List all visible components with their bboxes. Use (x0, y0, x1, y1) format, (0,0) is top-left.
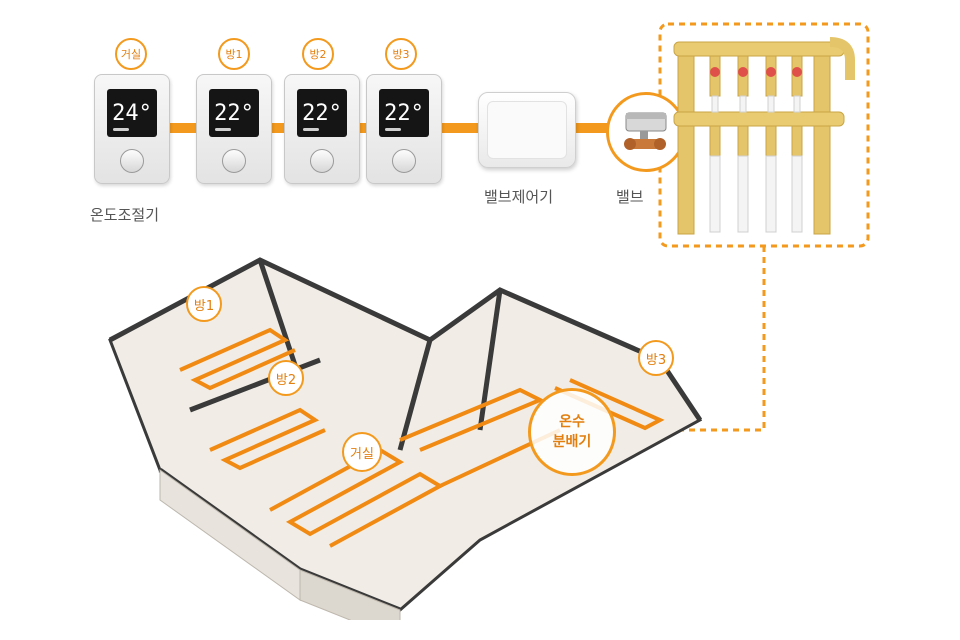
thermostat-label-room3: 방3 (385, 38, 417, 70)
floor-plan-illustration (108, 257, 703, 620)
thermostat-button[interactable] (120, 149, 144, 173)
valve-controller[interactable] (478, 92, 576, 168)
distributor-label-line2: 분배기 (552, 434, 592, 450)
thermostat-label-room1: 방1 (218, 38, 250, 70)
floor-label-living: 거실 (342, 432, 382, 472)
thermostat-living[interactable]: 24° (94, 74, 170, 184)
thermostat-room2[interactable]: 22° (284, 74, 360, 184)
thermostat-room1[interactable]: 22° (196, 74, 272, 184)
thermostat-button[interactable] (392, 149, 416, 173)
thermostat-button[interactable] (310, 149, 334, 173)
valve-icon (624, 112, 667, 150)
thermostat-label-room2: 방2 (302, 38, 334, 70)
valve-controller-caption: 밸브제어기 (484, 188, 554, 206)
hot-water-manifold (673, 37, 855, 235)
thermostat-display: 22° (379, 89, 429, 137)
valve-caption: 밸브 (616, 188, 644, 206)
hot-water-distributor-bubble[interactable]: 온수 분배기 (528, 388, 616, 476)
thermostat-display: 22° (209, 89, 259, 137)
thermostat-label-living: 거실 (115, 38, 147, 70)
thermostat-display: 22° (297, 89, 347, 137)
thermostat-button[interactable] (222, 149, 246, 173)
thermostat-display: 24° (107, 89, 157, 137)
valve-bubble[interactable] (606, 92, 686, 172)
floor-label-room1: 방1 (186, 286, 222, 322)
thermostat-caption: 온도조절기 (90, 206, 160, 224)
distributor-label-line1: 온수 (559, 414, 585, 430)
floor-label-room3: 방3 (638, 340, 674, 376)
thermostat-room3[interactable]: 22° (366, 74, 442, 184)
floor-label-room2: 방2 (268, 360, 304, 396)
